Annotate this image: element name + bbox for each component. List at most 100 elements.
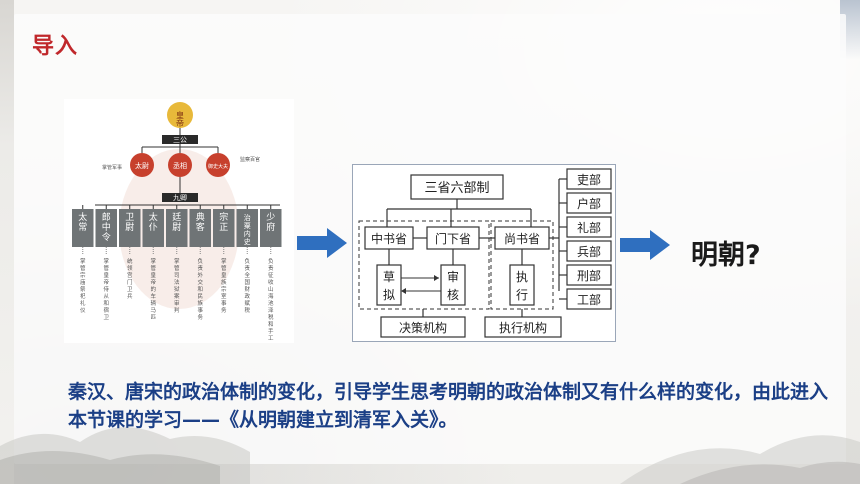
nine-qing-box — [72, 209, 94, 247]
nine-qing-note-char: 税 — [244, 306, 250, 314]
ink-mountains-decoration — [0, 427, 860, 484]
nine-qing-note-char: 山 — [268, 285, 274, 293]
nine-qing-note-char: 匹 — [150, 314, 156, 321]
zhixing-char-2: 行 — [516, 288, 528, 302]
left-edge-decoration — [0, 0, 14, 484]
nine-qing-box — [119, 209, 141, 247]
nine-qing-name-char: 仆 — [149, 222, 158, 233]
caoni-char-2: 拟 — [383, 288, 395, 302]
decision-label: 决策机构 — [399, 320, 447, 335]
qinhan-structure-diagram: 皇帝 三公 太尉 丞相 御史大夫 掌管军事 监察百官 九卿 太常掌管宗庙祭祀礼仪… — [64, 99, 294, 343]
nine-qing-note-char: 海 — [268, 292, 274, 300]
nine-qing-note-char: 审 — [174, 299, 180, 307]
nine-qing-note-char: 税 — [268, 313, 274, 321]
nine-qing-note-char: 掌 — [150, 257, 156, 265]
nine-qing-note-char: 国 — [244, 279, 250, 286]
nine-qing-name-char: 尉 — [172, 221, 181, 233]
page-title: 导入 — [32, 34, 79, 59]
nine-qing-name-char: 治 — [244, 213, 251, 222]
nine-qing-name-char: 府 — [266, 221, 275, 233]
nine-qing-note-char: 负 — [197, 257, 203, 265]
nine-qing-note-char: 从 — [103, 294, 109, 300]
nine-qing-note-char: 和 — [268, 320, 274, 328]
nine-qing-note-char: 全 — [244, 271, 250, 279]
nine-qing-box — [236, 209, 258, 247]
execution-label: 执行机构 — [499, 320, 547, 335]
nine-qing-note-char: 祀 — [80, 292, 86, 300]
nine-qing-box — [166, 209, 188, 247]
nine-qing-note-char: 卫 — [103, 314, 109, 321]
nine-qing-note-char: 掌 — [221, 257, 227, 265]
nine-qing-name-char: 廷 — [172, 211, 181, 223]
nine-qing-note-char: 交 — [197, 278, 203, 286]
nine-qing-note-char: 掌 — [80, 257, 86, 265]
nine-qing-note-char: 侍 — [103, 286, 109, 293]
ministry-box — [566, 288, 612, 310]
nine-qing-name-char: 史 — [244, 237, 251, 246]
zhongshu-label: 中书省 — [371, 231, 407, 246]
nine-qing-name-char: 太 — [149, 211, 158, 223]
nine-qing-note-char: 皇 — [150, 271, 156, 279]
yushi-node — [206, 153, 230, 177]
nine-qing-note-char: 仪 — [80, 307, 86, 314]
nine-qing-note-char: 法 — [174, 278, 180, 286]
nine-qing-note-char: 帝 — [150, 278, 156, 286]
nine-qing-name-char: 典 — [196, 211, 205, 223]
nine-qing-note-char: 民 — [197, 293, 203, 300]
nine-qing-note-char: 族 — [221, 278, 227, 286]
nine-qing-note-char: 赋 — [244, 300, 250, 307]
nine-qing-name-char: 客 — [196, 221, 205, 233]
ministry-box — [566, 240, 612, 262]
ministry-box — [566, 192, 612, 214]
nine-qing-box — [260, 209, 282, 247]
nine-qing-note-char: 车 — [150, 292, 156, 300]
ming-question-label: 明朝? — [691, 240, 761, 271]
nine-qing-note-char: 掌 — [103, 257, 109, 265]
nine-qing-name-char: 卫 — [125, 213, 134, 223]
nine-qing-name-char: 粟 — [244, 222, 251, 230]
emperor-node — [167, 102, 193, 128]
nine-qing-note-char: 皇 — [103, 271, 109, 279]
nine-qing-bar — [162, 193, 198, 202]
nine-qing-note-char: 宫 — [127, 271, 133, 279]
nine-qing-note-char: 负 — [244, 257, 250, 265]
nine-qing-name-char: 尉 — [125, 221, 134, 233]
nine-qing-note-char: 责 — [268, 264, 274, 272]
arrow-right-icon — [620, 230, 670, 260]
nine-qing-note-char: 手 — [268, 327, 274, 335]
nine-qing-note-char: 马 — [150, 306, 156, 314]
nine-qing-note-char: 宿 — [103, 306, 109, 314]
nine-qing-note-char: 宗 — [80, 271, 86, 279]
ministry-label: 兵部 — [577, 244, 601, 259]
nine-qing-note-char: 宗 — [221, 285, 227, 293]
three-gong-label: 三公 — [173, 136, 187, 144]
nine-qing-name-char: 令 — [102, 231, 111, 243]
nine-qing-note-char: 礼 — [80, 299, 86, 307]
ministry-label: 刑部 — [577, 268, 601, 283]
nine-qing-note-char: 统 — [127, 257, 133, 265]
ministry-box — [566, 264, 612, 286]
nine-qing-note-char: 室 — [221, 292, 227, 300]
intro-paragraph: 秦汉、唐宋的政治体制的变化，引导学生思考明朝的政治体制又有什么样的变化，由此进入… — [68, 381, 829, 431]
taiwei-label: 太尉 — [135, 161, 149, 170]
nine-qing-box — [213, 209, 235, 247]
nine-qing-name-char: 常 — [78, 221, 87, 233]
nine-qing-note-char: 门 — [127, 278, 133, 286]
nine-qing-note-char: 和 — [197, 285, 203, 293]
nine-qing-note-char: 务 — [197, 313, 203, 321]
ministry-label: 礼部 — [577, 220, 601, 235]
taiwei-note: 掌管军事 — [102, 164, 122, 171]
caoni-char-1: 草 — [383, 270, 395, 284]
ministry-box — [566, 216, 612, 238]
ministry-label: 吏部 — [577, 172, 601, 187]
tang-structure-diagram: 三省六部制 中书省 门下省 尚书省 草 拟 审 核 — [352, 164, 616, 342]
yushi-note: 监察百官 — [240, 156, 260, 163]
nine-qing-note-char: 管 — [174, 264, 180, 272]
nine-qing-note-char: 管 — [221, 264, 227, 272]
nine-qing-note-char: 事 — [197, 306, 203, 314]
yushi-label: 御史大夫 — [208, 163, 228, 170]
nine-qing-name-char: 少 — [266, 212, 275, 223]
nine-qing-note-char: 庙 — [80, 278, 86, 286]
nine-qing-name-char: 太 — [78, 211, 87, 223]
shenhe-char-1: 审 — [447, 269, 459, 284]
